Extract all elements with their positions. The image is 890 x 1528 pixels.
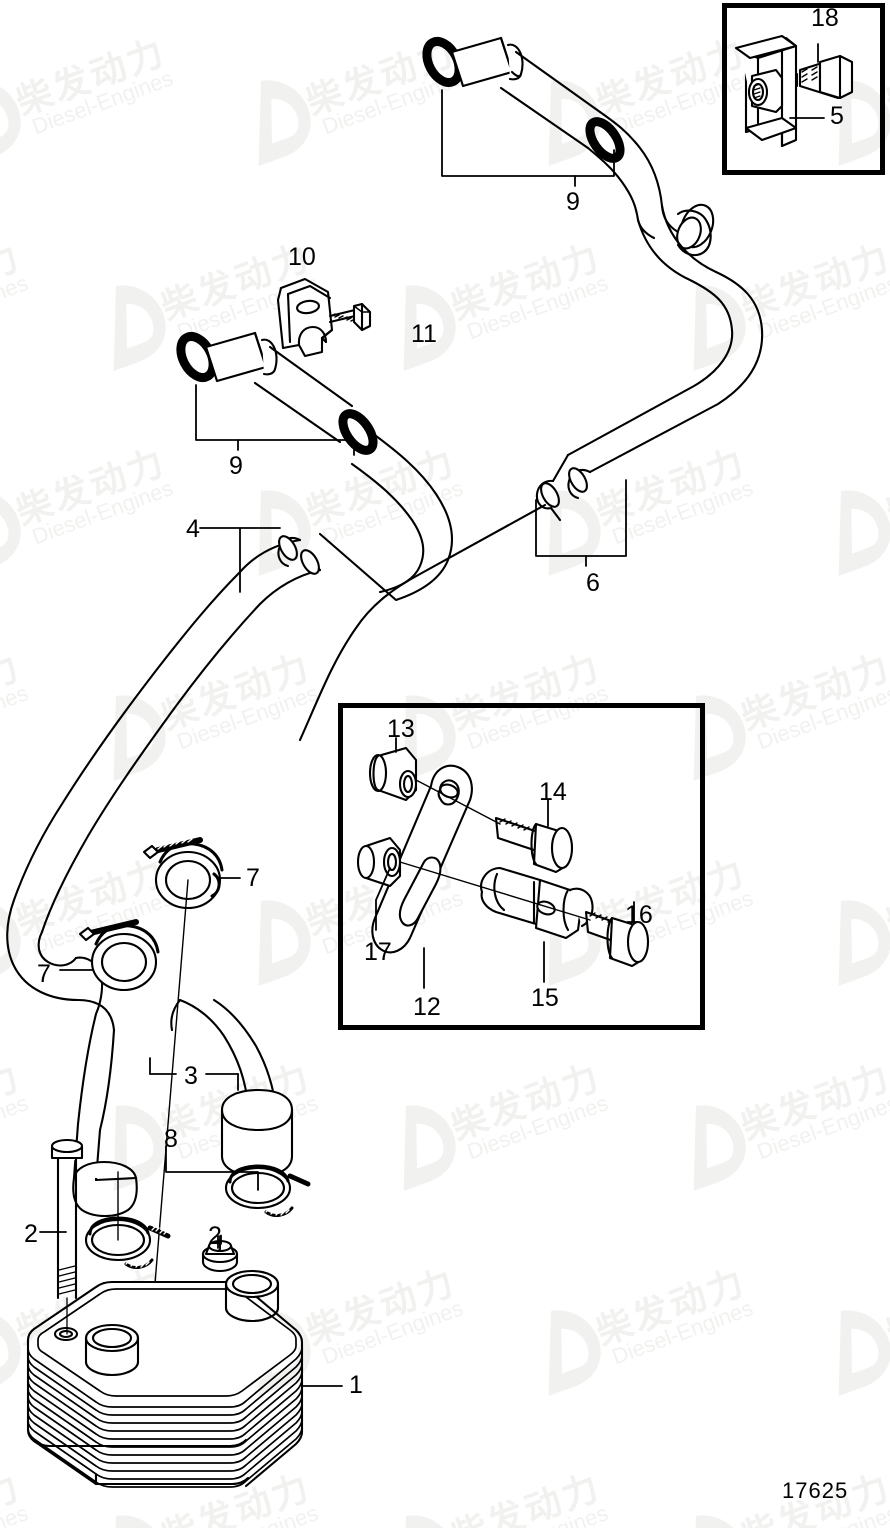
callout-18: 18: [811, 4, 839, 32]
hose-clamp-8b: [224, 1164, 311, 1217]
oil-cooler-body: [26, 1269, 304, 1488]
hose-clamp-7a: [142, 837, 224, 910]
callout-13: 13: [387, 715, 415, 743]
callout-4: 4: [186, 515, 200, 543]
callout-9b: 9: [229, 452, 243, 480]
callout-12: 12: [413, 993, 441, 1021]
callout-14: 14: [539, 778, 567, 806]
support-bracket-10: [276, 277, 334, 358]
callout-8: 8: [164, 1125, 178, 1153]
flange-bolt-2b: [201, 1239, 239, 1273]
callout-7a: 7: [246, 864, 260, 892]
callout-2a: 2: [24, 1220, 38, 1248]
inset-top-right-frame: [722, 3, 885, 175]
callout-17: 17: [364, 938, 392, 966]
figure-number: 17625: [782, 1478, 849, 1503]
callout-15: 15: [531, 984, 559, 1012]
callout-3: 3: [184, 1062, 198, 1090]
callout-11: 11: [411, 320, 437, 348]
flange-bolt-2a: [50, 1138, 84, 1335]
hose-clamp-8a: [84, 1216, 171, 1269]
flange-bolt-11: [328, 302, 372, 332]
callout-5: 5: [830, 102, 844, 130]
hose-clamp-7b: [78, 919, 160, 992]
callout-9a: 9: [566, 188, 580, 216]
callout-2b: 2: [208, 1222, 222, 1250]
callout-7b: 7: [37, 960, 51, 988]
callout-10: 10: [288, 243, 316, 271]
inset-bracket-contents: [356, 737, 650, 989]
callout-1: 1: [349, 1371, 363, 1399]
inset-bracket-frame: [338, 703, 705, 1030]
callout-16: 16: [625, 901, 653, 929]
inset-top-right-contents: [734, 34, 854, 148]
callout-6: 6: [586, 569, 600, 597]
